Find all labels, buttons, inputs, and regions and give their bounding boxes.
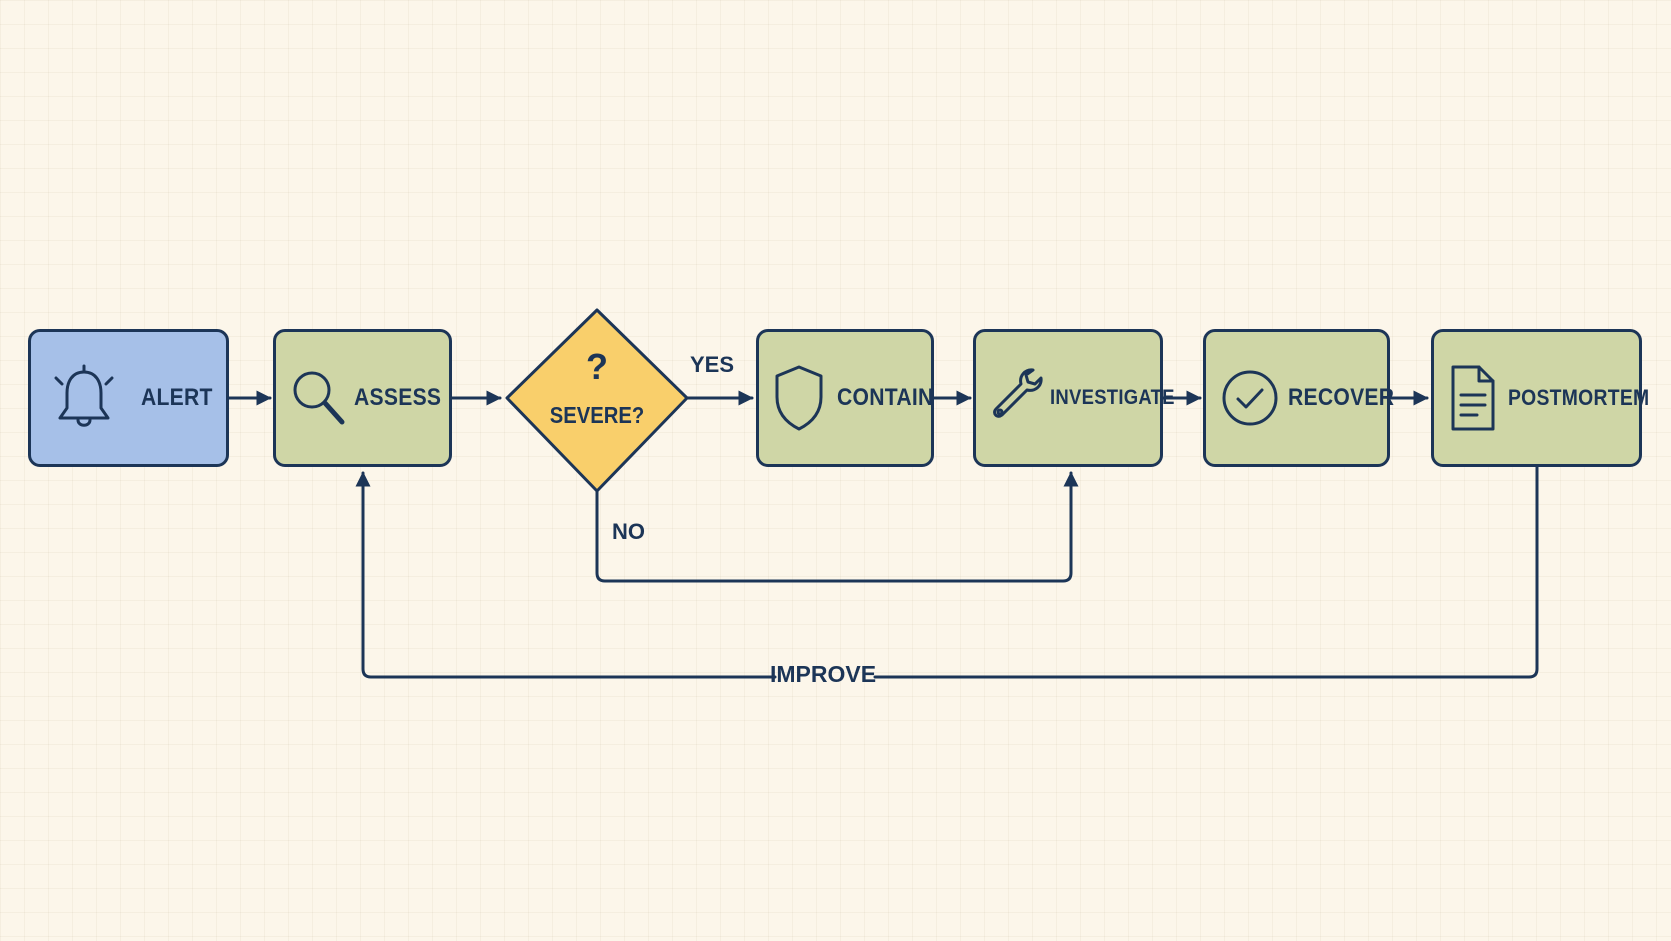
decision-label: SEVERE? bbox=[549, 402, 645, 428]
postmortem-label: POSTMORTEM bbox=[1508, 385, 1650, 410]
alert-node: ALERT bbox=[28, 329, 229, 467]
alert-label: ALERT bbox=[141, 384, 213, 411]
arrow-improve-loop-right bbox=[873, 465, 1539, 679]
recover-node: RECOVER bbox=[1203, 329, 1394, 467]
check-circle-icon bbox=[1220, 368, 1280, 428]
no-edge-label: NO bbox=[612, 519, 645, 544]
shield-icon bbox=[771, 363, 827, 433]
yes-edge-label: YES bbox=[690, 352, 735, 377]
investigate-label: INVESTIGATE bbox=[1050, 386, 1175, 409]
bell-icon bbox=[53, 358, 115, 438]
postmortem-node: POSTMORTEM bbox=[1431, 329, 1649, 467]
recover-label: RECOVER bbox=[1288, 384, 1395, 411]
magnifier-icon bbox=[290, 366, 348, 430]
investigate-node: INVESTIGATE bbox=[973, 329, 1174, 467]
assess-node: ASSESS bbox=[273, 329, 452, 467]
assess-label: ASSESS bbox=[354, 384, 442, 411]
improve-edge-label: IMPROVE bbox=[770, 661, 877, 687]
severe-decision-diamond bbox=[505, 308, 689, 493]
arrow-improve-loop-left bbox=[355, 471, 777, 679]
arrow-no-to-investigate bbox=[595, 471, 1079, 583]
document-icon bbox=[1448, 363, 1498, 433]
decision-question-mark: ? bbox=[586, 346, 608, 387]
wrench-icon bbox=[988, 366, 1046, 430]
contain-node: CONTAIN bbox=[756, 329, 934, 467]
contain-label: CONTAIN bbox=[837, 384, 934, 411]
